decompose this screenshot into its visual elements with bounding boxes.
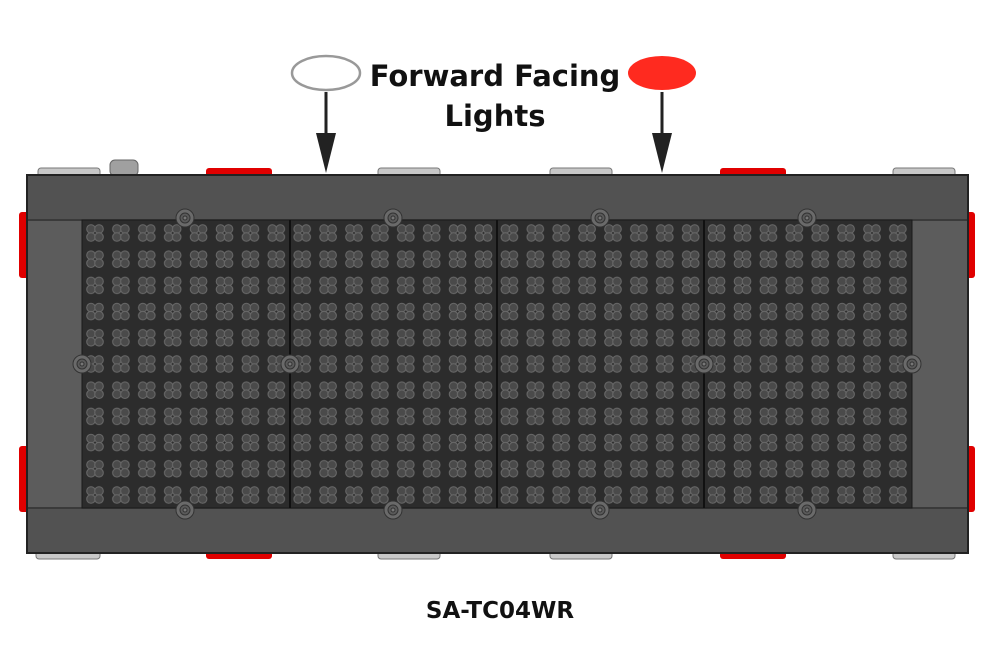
screw-icon <box>175 208 195 228</box>
screw-icon <box>694 354 714 374</box>
screw-icon <box>902 354 922 374</box>
screws <box>72 208 922 520</box>
screw-icon <box>590 208 610 228</box>
label-line-2: Lights <box>444 99 546 133</box>
screw-icon <box>280 354 300 374</box>
screw-icon <box>590 500 610 520</box>
screw-icon <box>797 500 817 520</box>
model-name: SA-TC04WR <box>425 598 575 624</box>
screw-icon <box>797 208 817 228</box>
screw-icon <box>72 354 92 374</box>
screw-icon <box>383 208 403 228</box>
arrow-icon <box>316 92 672 173</box>
label-line-1: Forward Facing <box>369 59 621 93</box>
white-light-indicator <box>290 54 362 92</box>
power-connector-knob <box>109 159 139 177</box>
screw-icon <box>175 500 195 520</box>
red-light-indicator <box>628 56 696 90</box>
forward-facing-lights-label: Forward Facing Lights <box>340 56 650 136</box>
screw-icon <box>383 500 403 520</box>
